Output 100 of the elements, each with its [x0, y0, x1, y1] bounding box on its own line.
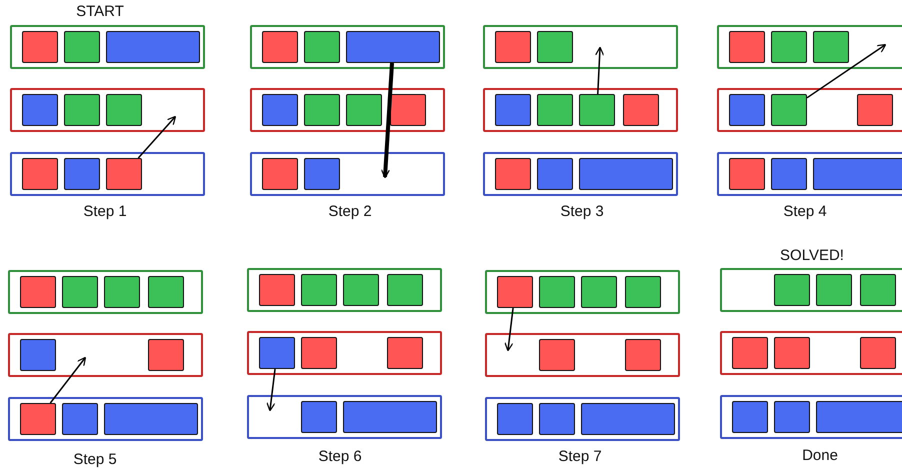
color-block: [259, 337, 295, 369]
row-frame: [717, 88, 902, 132]
color-block: [495, 31, 531, 63]
row-frame: [720, 395, 902, 439]
row-frame: [250, 88, 445, 132]
color-block: [625, 339, 661, 371]
color-block: [539, 276, 575, 308]
color-block: [64, 94, 100, 126]
color-block: [774, 274, 810, 306]
color-block: [301, 274, 337, 306]
color-block: [62, 403, 98, 435]
color-block: [301, 337, 337, 369]
color-block: [729, 94, 765, 126]
color-block: [539, 403, 575, 435]
step-caption: Step 7: [558, 448, 602, 466]
row-frame: [485, 397, 680, 441]
row-frame: [720, 268, 902, 312]
color-block: [774, 401, 810, 433]
arrow: [504, 308, 514, 352]
color-block: [537, 158, 573, 190]
row-frame: [8, 270, 203, 314]
color-block: [301, 401, 337, 433]
row-frame: [720, 331, 902, 375]
row-frame: [8, 333, 203, 377]
color-block: [495, 94, 531, 126]
color-block: [20, 339, 56, 371]
color-block: [148, 276, 184, 308]
row-frame: [485, 333, 680, 377]
arrow: [266, 368, 276, 412]
step-caption: START: [76, 3, 124, 21]
color-block: [346, 94, 382, 126]
color-block: [22, 158, 58, 190]
color-block: [262, 94, 298, 126]
color-block: [22, 94, 58, 126]
color-block: [537, 94, 573, 126]
color-block: [539, 339, 575, 371]
step-caption: Step 4: [783, 203, 827, 221]
color-block: [537, 31, 573, 63]
color-block: [387, 337, 423, 369]
step-caption: Step 3: [560, 203, 604, 221]
color-block: [304, 31, 340, 63]
step-caption: Step 2: [328, 203, 372, 221]
row-frame: [10, 88, 205, 132]
arrow: [380, 62, 394, 178]
color-block: [106, 31, 200, 63]
step-caption: Step 5: [73, 451, 117, 469]
color-block: [104, 403, 198, 435]
row-frame: [8, 397, 203, 441]
color-block: [816, 401, 902, 433]
color-block: [732, 337, 768, 369]
color-block: [771, 94, 807, 126]
color-block: [346, 31, 440, 63]
color-block: [579, 94, 615, 126]
color-block: [64, 158, 100, 190]
step-caption: Done: [802, 447, 838, 465]
color-block: [860, 337, 896, 369]
arrow: [806, 44, 886, 98]
color-block: [623, 94, 659, 126]
color-block: [259, 274, 295, 306]
color-block: [262, 31, 298, 63]
color-block: [860, 274, 896, 306]
color-block: [813, 31, 849, 63]
color-block: [774, 337, 810, 369]
color-block: [771, 31, 807, 63]
color-block: [857, 94, 893, 126]
color-block: [581, 276, 617, 308]
color-block: [390, 94, 426, 126]
arrow: [138, 116, 176, 158]
color-block: [148, 339, 184, 371]
color-block: [304, 94, 340, 126]
color-block: [22, 31, 58, 63]
arrow: [50, 356, 86, 404]
color-block: [64, 31, 100, 63]
color-block: [304, 158, 340, 190]
color-block: [771, 158, 807, 190]
color-block: [20, 276, 56, 308]
color-block: [343, 401, 437, 433]
color-block: [729, 31, 765, 63]
row-frame: [247, 268, 442, 312]
row-frame: [247, 395, 442, 439]
color-block: [495, 158, 531, 190]
color-block: [732, 401, 768, 433]
row-frame: [483, 152, 678, 196]
color-block: [729, 158, 765, 190]
row-frame: [10, 152, 205, 196]
color-block: [62, 276, 98, 308]
row-frame: [483, 88, 678, 132]
color-block: [581, 403, 675, 435]
color-block: [104, 276, 140, 308]
row-frame: [247, 331, 442, 375]
arrow: [595, 46, 604, 94]
color-block: [497, 276, 533, 308]
color-block: [262, 158, 298, 190]
step-caption: SOLVED!: [780, 247, 844, 265]
color-block: [20, 403, 56, 435]
color-block: [106, 158, 142, 190]
color-block: [579, 158, 673, 190]
color-block: [387, 274, 423, 306]
step-caption: Step 6: [318, 448, 362, 466]
color-block: [816, 274, 852, 306]
